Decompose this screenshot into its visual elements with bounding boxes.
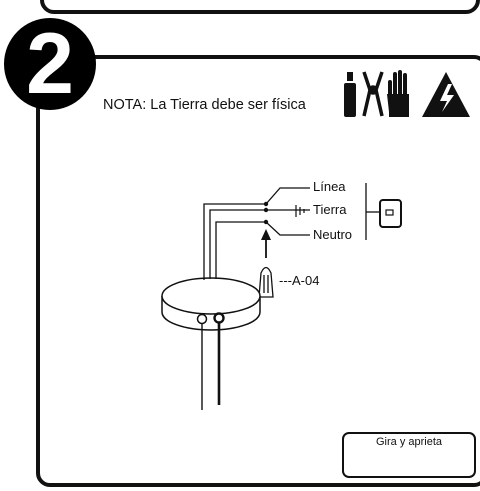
twist-hint-box: Gira y aprieta	[342, 432, 476, 478]
label-tierra: Tierra	[313, 202, 347, 217]
electric-hazard-icon	[422, 72, 470, 117]
switch-icon	[379, 199, 402, 228]
label-linea: Línea	[313, 179, 346, 194]
step-panel	[36, 55, 480, 487]
connector-label: ---A-04	[279, 273, 320, 288]
wire-bundle	[203, 187, 310, 272]
twist-hint-text: Gira y aprieta	[375, 436, 443, 448]
ground-symbol	[295, 205, 305, 217]
ground-note: NOTA: La Tierra debe ser física	[103, 97, 306, 113]
ceiling-canopy	[161, 277, 261, 331]
header-bar	[40, 0, 480, 14]
step-number-badge: 2	[4, 18, 96, 110]
arrow-up-icon	[261, 229, 271, 258]
wire-nut-icon	[258, 266, 274, 298]
pliers-icon	[362, 71, 384, 117]
junction-dots	[263, 201, 269, 225]
label-neutro: Neutro	[313, 227, 353, 242]
switch-bracket	[365, 183, 380, 240]
screwdriver-icon	[344, 72, 356, 117]
hanging-cables	[196, 312, 225, 410]
gloves-icon	[387, 70, 409, 117]
